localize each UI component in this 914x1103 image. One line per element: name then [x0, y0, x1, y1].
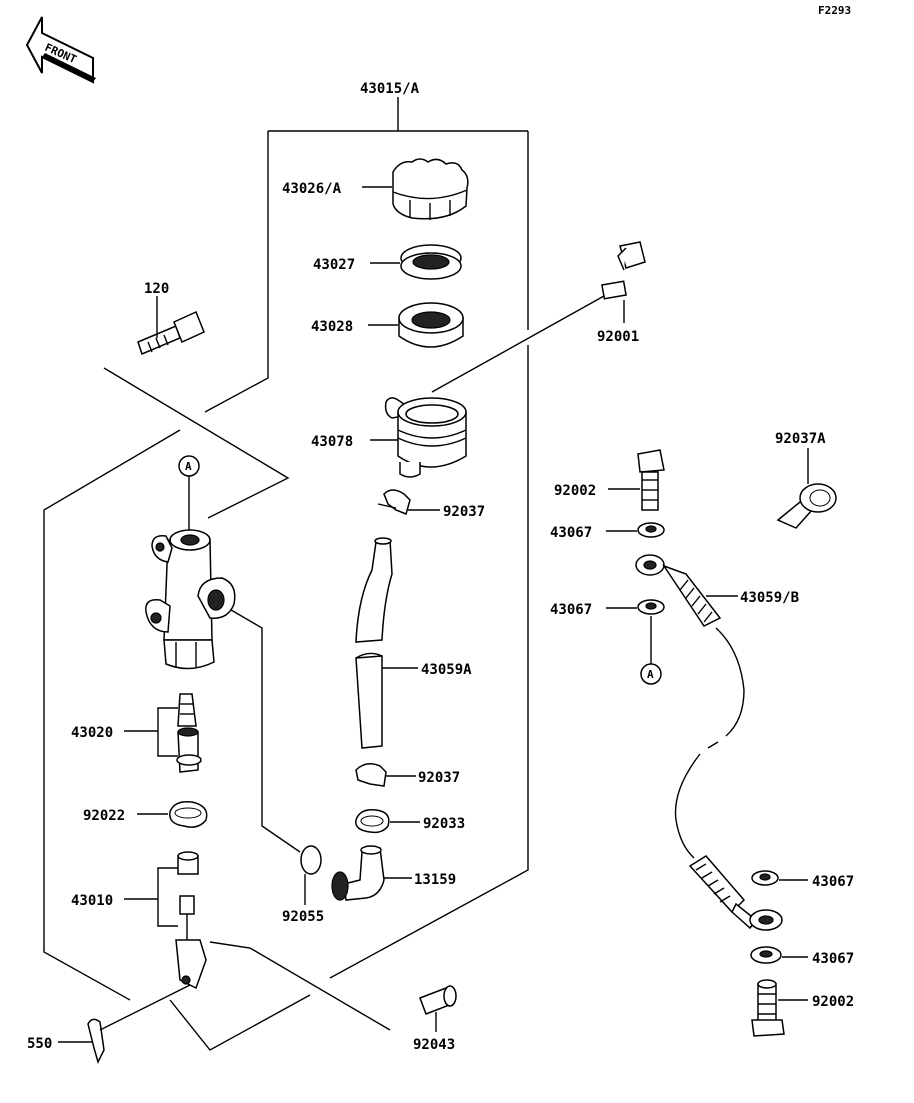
label-43067-2: 43067: [550, 602, 592, 618]
label-550: 550: [27, 1036, 52, 1052]
washer-43067-1: [637, 522, 665, 538]
diaphragm-plate: [400, 244, 462, 280]
label-43015A: 43015/A: [360, 81, 420, 97]
ref-marker-a-cylinder: A: [178, 455, 200, 530]
label-43067-4: 43067: [812, 951, 854, 967]
label-43020: 43020: [71, 725, 113, 741]
label-43067-1: 43067: [550, 525, 592, 541]
circlip-92022: [169, 800, 208, 828]
reservoir-cap: [392, 158, 469, 220]
circlip-92033: [355, 808, 390, 834]
hose-clamp-bottom: [355, 763, 387, 787]
cylinder-bracket: [43, 367, 391, 1051]
bolt-120: [137, 310, 205, 356]
banjo-bolt-bottom: [751, 979, 785, 1037]
hose-clamp-top: [377, 489, 411, 516]
label-92037-bottom: 92037: [418, 770, 460, 786]
label-92002-top: 92002: [554, 483, 596, 499]
elbow-fitting-13159: [331, 845, 385, 901]
diaphragm: [398, 302, 464, 348]
banjo-bolt-top: [637, 449, 665, 511]
svg-text:A: A: [185, 460, 192, 473]
label-43078: 43078: [311, 434, 353, 450]
brake-hose-43059B-bottom: [688, 855, 783, 931]
label-43059A: 43059A: [421, 662, 472, 678]
label-92043: 92043: [413, 1037, 455, 1053]
piston-assy-43020: [176, 693, 202, 773]
svg-text:A: A: [647, 668, 654, 681]
label-92037-top: 92037: [443, 504, 485, 520]
push-rod-43010: [175, 851, 207, 990]
label-92037A: 92037A: [775, 431, 826, 447]
reservoir-body: [384, 397, 467, 478]
label-43067-3: 43067: [812, 874, 854, 890]
label-92002-bottom: 92002: [812, 994, 854, 1010]
label-43027: 43027: [313, 257, 355, 273]
label-92055: 92055: [282, 909, 324, 925]
master-cylinder: [145, 529, 236, 670]
ref-marker-a-hose: A: [640, 616, 662, 685]
cotter-pin-550: [87, 1018, 105, 1065]
washer-43067-2: [637, 599, 665, 615]
pin-92043: [419, 985, 457, 1015]
washer-43067-3: [751, 870, 779, 886]
label-120: 120: [144, 281, 169, 297]
bolt-92001: [601, 241, 646, 300]
front-arrow-icon: FRONT: [25, 16, 96, 84]
label-43026A: 43026/A: [282, 181, 342, 197]
washer-43067-4: [750, 946, 782, 964]
label-13159: 13159: [414, 872, 456, 888]
o-ring-92055: [300, 845, 322, 875]
label-43010: 43010: [71, 893, 113, 909]
diagram-code: F2293: [818, 4, 851, 17]
label-92001: 92001: [597, 329, 639, 345]
hose-clamp-92037A: [776, 483, 837, 529]
hose-43059A: [355, 537, 393, 749]
label-43028: 43028: [311, 319, 353, 335]
brake-hose-43059B-top: [635, 554, 722, 627]
reservoir-bracket: [204, 97, 529, 979]
label-92033: 92033: [423, 816, 465, 832]
label-92022: 92022: [83, 808, 125, 824]
label-43059B: 43059/B: [740, 590, 799, 606]
